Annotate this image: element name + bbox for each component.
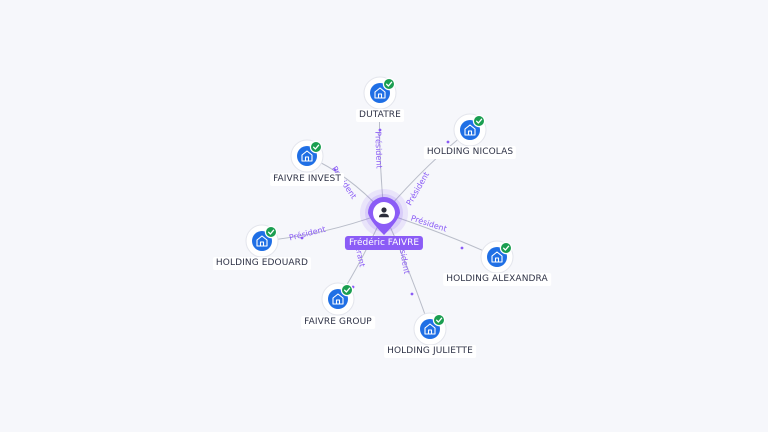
edge-arrow-icon (460, 246, 464, 250)
company-label-holding-edouard[interactable]: HOLDING EDOUARD (212, 257, 312, 270)
check-icon (309, 140, 323, 154)
edge-arrow-icon (300, 236, 304, 240)
company-label-dutatre[interactable]: DUTATRE (356, 109, 404, 122)
building-icon (464, 124, 476, 136)
check-icon (264, 225, 278, 239)
edge-role-label: Président (404, 170, 431, 207)
company-node-faivre-invest[interactable] (290, 139, 324, 173)
company-label-faivre-invest[interactable]: FAIVRE INVEST (270, 173, 344, 186)
company-label-holding-nicolas[interactable]: HOLDING NICOLAS (423, 146, 517, 159)
check-icon (382, 77, 396, 91)
building-icon (374, 87, 386, 99)
company-node-holding-nicolas[interactable] (453, 113, 487, 147)
building-icon (424, 323, 436, 335)
edge-role-label: Président (410, 213, 449, 234)
edge-arrow-icon (333, 168, 337, 172)
center-person-node[interactable] (360, 189, 408, 237)
building-icon (332, 293, 344, 305)
company-node-holding-edouard[interactable] (245, 224, 279, 258)
check-icon (340, 283, 354, 297)
edge-role-label: Président (373, 131, 384, 169)
edge-role-label: Président (288, 224, 327, 243)
company-node-holding-alexandra[interactable] (480, 240, 514, 274)
company-label-faivre-group[interactable]: FAIVRE GROUP (301, 316, 375, 329)
person-icon (379, 207, 389, 218)
check-icon (499, 241, 513, 255)
building-icon (301, 150, 313, 162)
check-icon (472, 114, 486, 128)
company-node-faivre-group[interactable] (321, 282, 355, 316)
company-node-dutatre[interactable] (363, 76, 397, 110)
company-label-holding-alexandra[interactable]: HOLDING ALEXANDRA (443, 273, 551, 286)
building-icon (491, 251, 503, 263)
check-icon (432, 313, 446, 327)
nodes (245, 76, 514, 346)
center-person-label[interactable]: Frédéric FAIVRE (344, 236, 424, 250)
building-icon (256, 235, 268, 247)
edge-arrow-icon (446, 140, 450, 144)
edge-arrow-icon (378, 128, 382, 132)
company-label-holding-juliette[interactable]: HOLDING JULIETTE (384, 345, 476, 358)
company-node-holding-juliette[interactable] (413, 312, 447, 346)
edge-arrow-icon (410, 292, 414, 296)
center-pin-inner (373, 202, 395, 224)
